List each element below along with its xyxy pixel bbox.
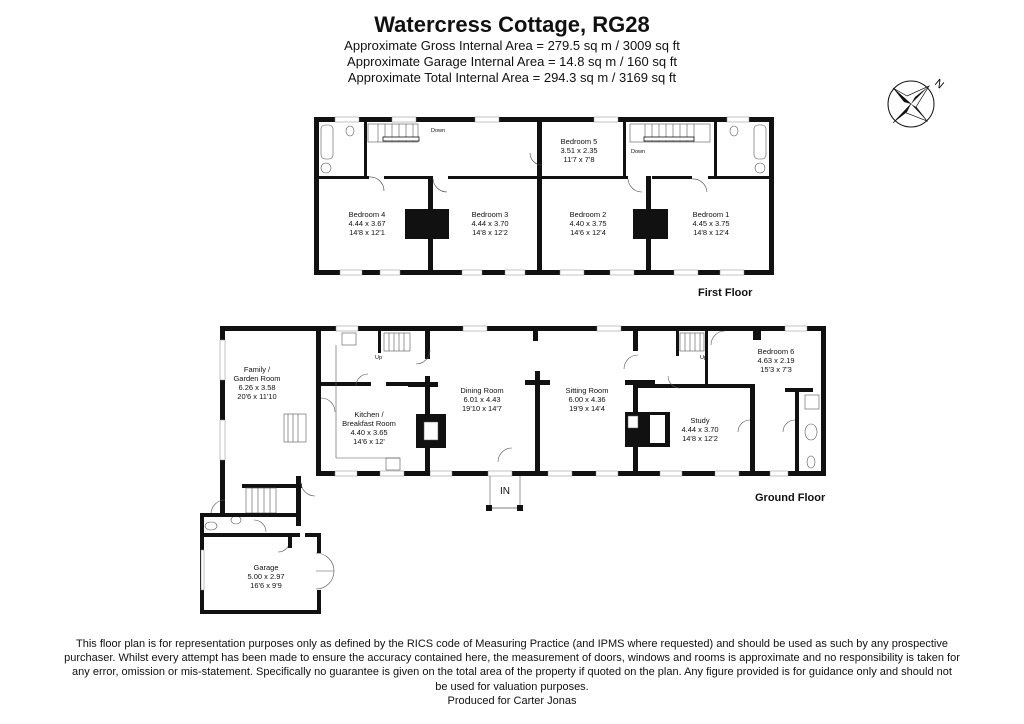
svg-text:Family /: Family /: [244, 365, 271, 374]
room-bedroom-2: Bedroom 2 4.40 x 3.75 14'6 x 12'4: [569, 210, 606, 237]
svg-text:19'9 x 14'4: 19'9 x 14'4: [569, 404, 605, 413]
room-bedroom-1: Bedroom 1 4.45 x 3.75 14'8 x 12'4: [692, 210, 729, 237]
svg-text:4.45 x 3.75: 4.45 x 3.75: [692, 219, 729, 228]
room-bedroom-5: Bedroom 5 3.51 x 2.35 11'7 x 7'8: [560, 137, 597, 164]
compass-n-label: N: [932, 77, 946, 91]
room-family-garden-room: Family / Garden Room 6.26 x 3.58 20'6 x …: [233, 365, 280, 401]
stairs-down-label: Down: [431, 128, 445, 134]
svg-text:Sitting Room: Sitting Room: [566, 386, 609, 395]
room-kitchen-breakfast: Kitchen / Breakfast Room 4.40 x 3.65 14'…: [342, 410, 396, 446]
svg-text:11'7 x 7'8: 11'7 x 7'8: [563, 155, 594, 164]
room-dining-room: Dining Room 6.01 x 4.43 19'10 x 14'7: [460, 386, 503, 413]
room-sitting-room: Sitting Room 6.00 x 4.36 19'9 x 14'4: [566, 386, 609, 413]
room-bedroom-6: Bedroom 6 4.63 x 2.19 15'3 x 7'3: [757, 347, 794, 374]
room-bedroom-4: Bedroom 4 4.44 x 3.67 14'8 x 12'1: [348, 210, 385, 237]
svg-text:14'8 x 12'4: 14'8 x 12'4: [693, 228, 729, 237]
svg-text:4.44 x 3.70: 4.44 x 3.70: [471, 219, 508, 228]
svg-text:5.00 x 2.97: 5.00 x 2.97: [247, 572, 284, 581]
stairs-up-label: Up: [700, 355, 707, 361]
svg-text:3.51 x 2.35: 3.51 x 2.35: [560, 146, 597, 155]
first-floor-label: First Floor: [698, 287, 753, 299]
stairs-down-label: Down: [631, 149, 645, 155]
svg-text:4.40 x 3.65: 4.40 x 3.65: [350, 428, 387, 437]
ground-floor-plan: [200, 325, 826, 614]
svg-text:20'6 x 11'10: 20'6 x 11'10: [237, 392, 276, 401]
entrance-label: IN: [500, 486, 510, 497]
disclaimer-line: purchaser. Whilst every attempt has been…: [64, 652, 960, 665]
svg-text:Bedroom 3: Bedroom 3: [472, 210, 509, 219]
north-compass-icon: N: [887, 77, 946, 128]
svg-text:15'3 x 7'3: 15'3 x 7'3: [760, 365, 792, 374]
svg-text:Bedroom 2: Bedroom 2: [570, 210, 607, 219]
svg-text:6.26 x 3.58: 6.26 x 3.58: [238, 383, 275, 392]
svg-text:14'8 x 12'2: 14'8 x 12'2: [682, 434, 718, 443]
svg-text:Kitchen /: Kitchen /: [354, 410, 384, 419]
svg-text:Bedroom 5: Bedroom 5: [561, 137, 598, 146]
svg-text:Breakfast Room: Breakfast Room: [342, 419, 396, 428]
svg-text:Garage: Garage: [253, 563, 278, 572]
disclaimer-line: This floor plan is for representation pu…: [76, 638, 948, 650]
svg-text:16'6 x 9'9: 16'6 x 9'9: [250, 581, 282, 590]
svg-text:14'6 x 12'4: 14'6 x 12'4: [570, 228, 606, 237]
svg-text:Dining Room: Dining Room: [460, 386, 503, 395]
svg-text:19'10 x 14'7: 19'10 x 14'7: [462, 404, 502, 413]
svg-text:4.63 x 2.19: 4.63 x 2.19: [757, 356, 794, 365]
svg-text:14'8 x 12'1: 14'8 x 12'1: [349, 228, 385, 237]
svg-text:Study: Study: [690, 416, 709, 425]
svg-text:6.00 x 4.36: 6.00 x 4.36: [568, 395, 605, 404]
svg-text:Bedroom 6: Bedroom 6: [758, 347, 795, 356]
svg-text:Bedroom 1: Bedroom 1: [693, 210, 730, 219]
garage-area: Approximate Garage Internal Area = 14.8 …: [347, 54, 677, 69]
svg-text:6.01 x 4.43: 6.01 x 4.43: [463, 395, 500, 404]
gross-area: Approximate Gross Internal Area = 279.5 …: [344, 38, 680, 53]
room-bedroom-3: Bedroom 3 4.44 x 3.70 14'8 x 12'2: [471, 210, 508, 237]
disclaimer-line: be used for valuation purposes.: [435, 680, 589, 693]
stairs-up-label: Up: [375, 355, 382, 361]
property-title: Watercress Cottage, RG28: [374, 12, 650, 37]
produced-by: Produced for Carter Jonas: [447, 694, 577, 707]
room-study: Study 4.44 x 3.70 14'8 x 12'2: [681, 416, 718, 443]
total-area: Approximate Total Internal Area = 294.3 …: [347, 70, 677, 85]
svg-text:4.44 x 3.67: 4.44 x 3.67: [348, 219, 385, 228]
first-floor-plan: Down Down: [314, 116, 774, 276]
room-garage: Garage 5.00 x 2.97 16'6 x 9'9: [247, 563, 284, 590]
svg-text:Garden Room: Garden Room: [233, 374, 280, 383]
svg-text:Bedroom 4: Bedroom 4: [349, 210, 386, 219]
ground-floor-label: Ground Floor: [755, 492, 826, 504]
svg-text:14'6 x 12': 14'6 x 12': [353, 437, 385, 446]
disclaimer-line: any error, omission or mis-statement. Sp…: [72, 666, 952, 679]
disclaimer: This floor plan is for representation pu…: [40, 637, 984, 708]
svg-text:4.44 x 3.70: 4.44 x 3.70: [681, 425, 718, 434]
svg-text:14'8 x 12'2: 14'8 x 12'2: [472, 228, 508, 237]
svg-text:4.40 x 3.75: 4.40 x 3.75: [569, 219, 606, 228]
